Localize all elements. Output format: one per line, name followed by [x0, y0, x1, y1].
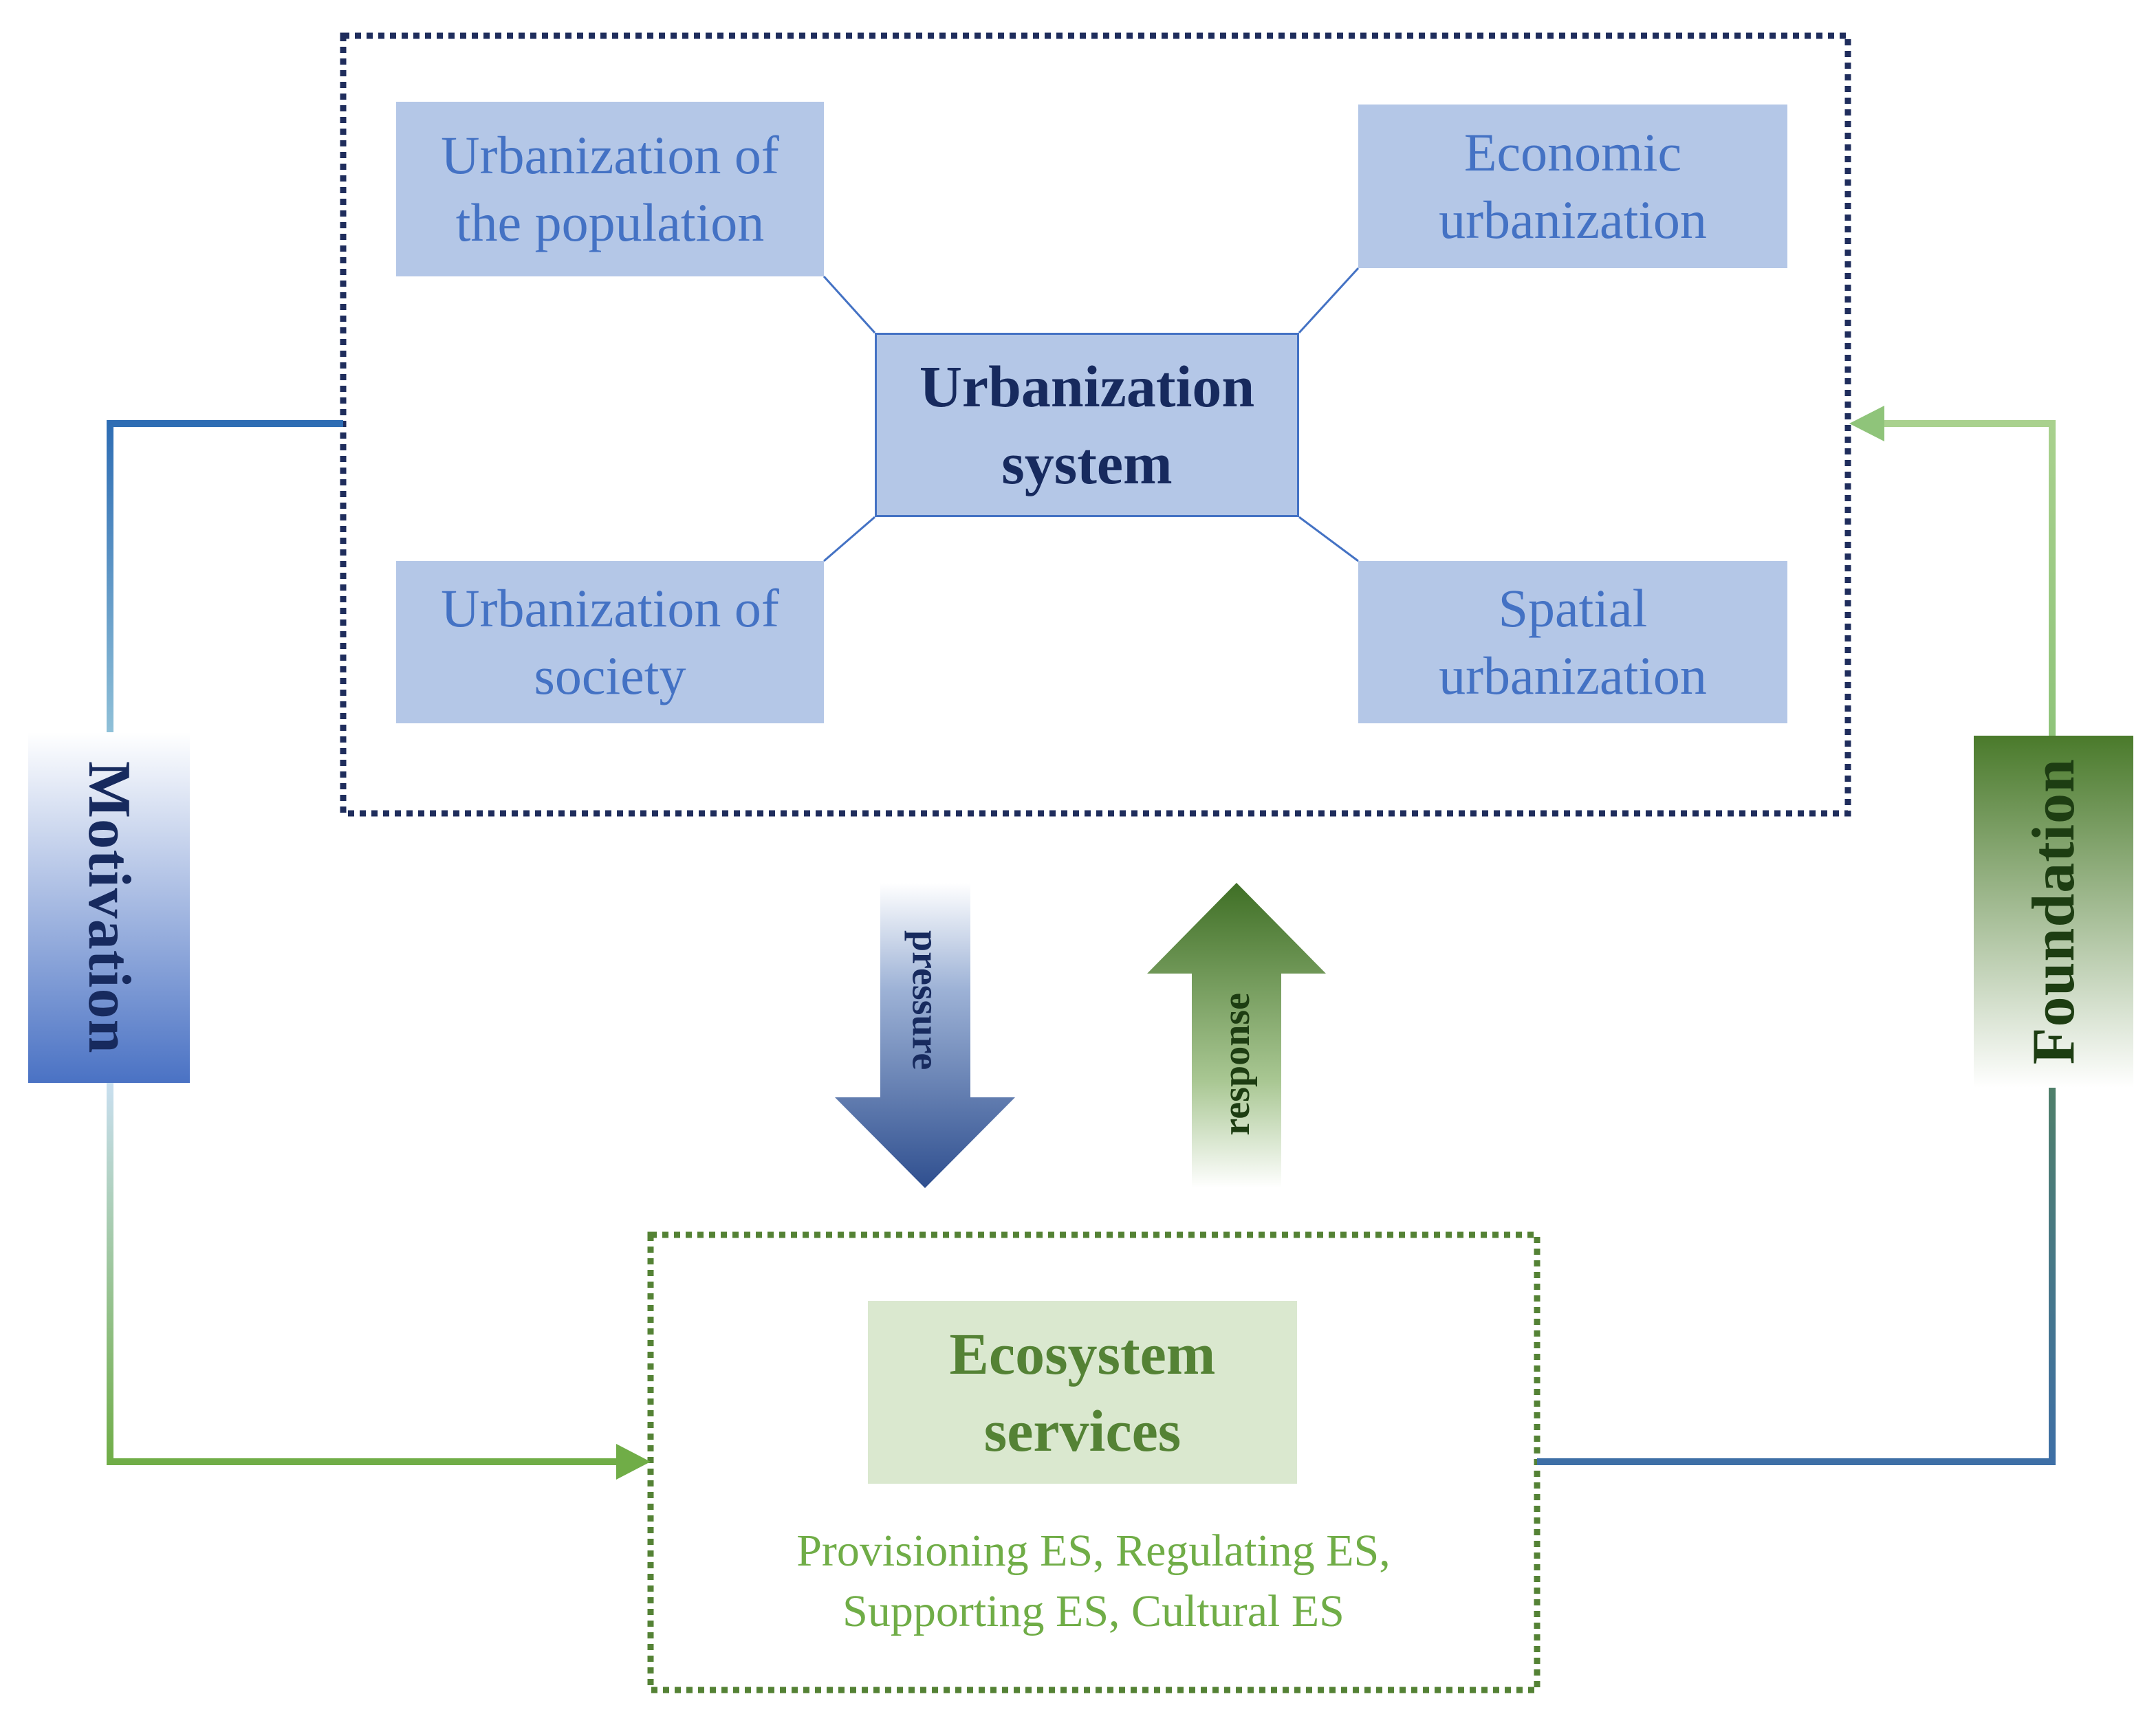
right-path-arrowhead: [1849, 406, 1884, 441]
spatial-urbanization-box: Spatial urbanization: [1358, 561, 1787, 723]
connector-economic: [1298, 267, 1360, 334]
ecosystem-services-types: Provisioning ES, Regulating ES, Supporti…: [729, 1513, 1458, 1650]
spatial-urbanization-label: Spatial urbanization: [1439, 578, 1707, 705]
right-path-bottom: [1537, 1088, 2056, 1465]
connector-population: [823, 275, 876, 334]
economic-urbanization-label: Economic urbanization: [1439, 122, 1707, 250]
foundation-label: Foundation: [2020, 758, 2087, 1065]
pressure-label-box: pressure: [880, 887, 970, 1114]
population-urbanization-box: Urbanization of the population: [396, 102, 824, 276]
motivation-label-box: Motivation: [28, 732, 190, 1083]
pressure-arrow: [835, 883, 1015, 1188]
left-path-bottom: [107, 1083, 622, 1465]
ecosystem-services-types-text: Provisioning ES, Regulating ES, Supporti…: [796, 1526, 1391, 1636]
society-urbanization-box: Urbanization of society: [396, 561, 824, 723]
economic-urbanization-box: Economic urbanization: [1358, 105, 1787, 268]
pressure-label: pressure: [904, 930, 947, 1071]
motivation-label: Motivation: [76, 761, 142, 1054]
connector-society: [823, 516, 875, 562]
population-urbanization-label: Urbanization of the population: [441, 125, 779, 252]
foundation-box-bg: [1974, 736, 2133, 1088]
connector-spatial: [1298, 516, 1359, 562]
response-arrow: [1147, 883, 1326, 1188]
response-label-box: response: [1192, 959, 1281, 1169]
left-path-top: [107, 420, 343, 732]
response-label: response: [1215, 992, 1258, 1136]
right-path-top: [1877, 420, 2056, 736]
left-path-arrowhead: [616, 1444, 651, 1480]
ecosystem-services-box: Ecosystem services: [868, 1301, 1297, 1484]
motivation-box-bg: [28, 732, 190, 1083]
urbanization-system-box: Urbanization system: [875, 333, 1299, 517]
foundation-label-box: Foundation: [1974, 736, 2133, 1088]
ecosystem-services-title: Ecosystem services: [949, 1321, 1216, 1464]
urbanization-system-title: Urbanization system: [919, 353, 1255, 496]
society-urbanization-label: Urbanization of society: [441, 578, 779, 705]
